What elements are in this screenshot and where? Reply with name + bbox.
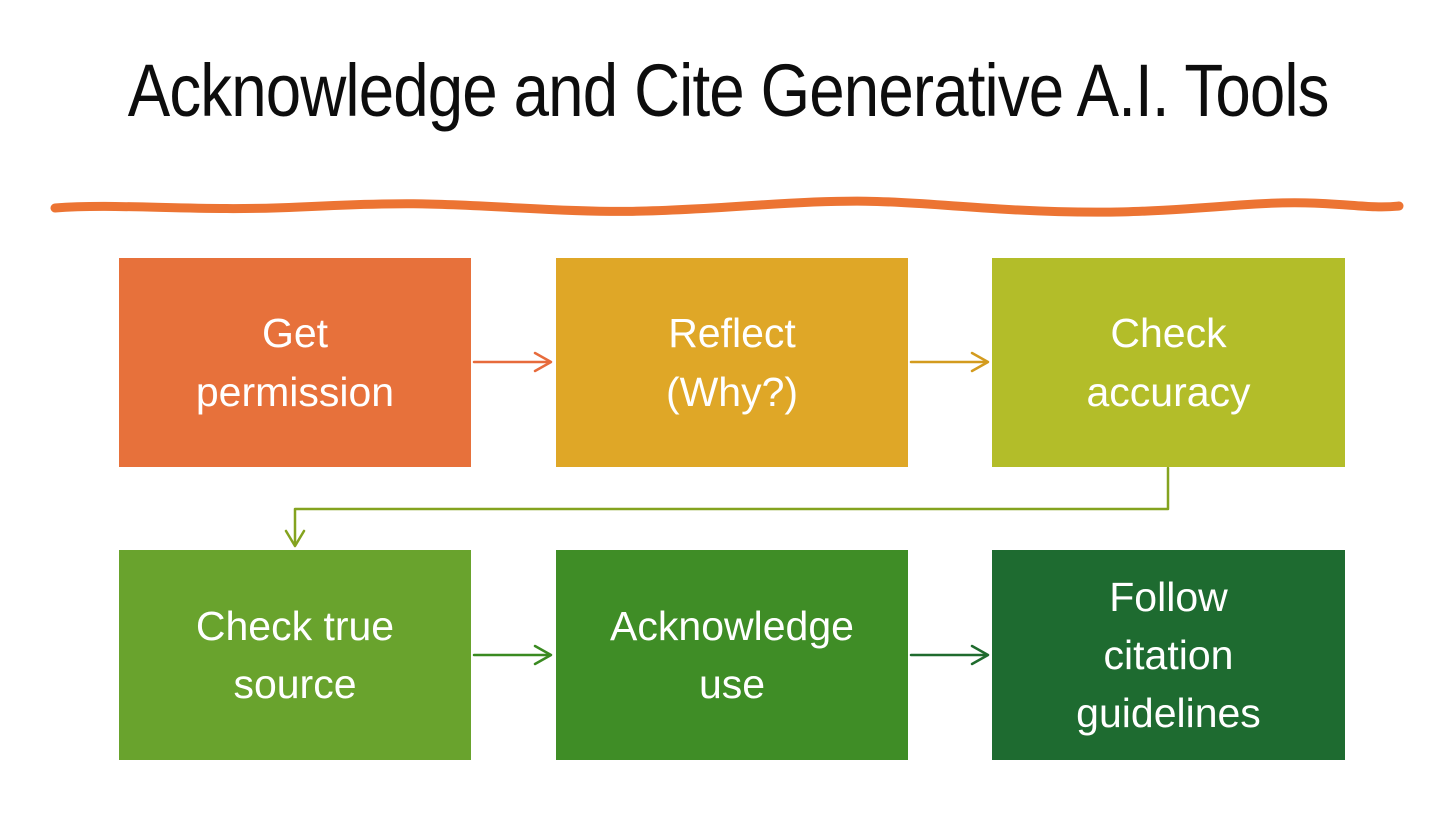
flow-box-label: Check true source: [195, 602, 395, 707]
flow-box-label: Acknowledge use: [610, 602, 854, 707]
flow-box-reflect-why: Reflect (Why?): [556, 258, 908, 467]
arrow-right-icon-check-true-source-to-acknowledge-use: [472, 644, 553, 666]
flow-box-get-permission: Get permission: [119, 258, 471, 467]
flow-box-label: Get permission: [195, 310, 395, 415]
divider-line: [50, 196, 1404, 217]
page-title: Acknowledge and Cite Generative A.I. Too…: [0, 48, 1456, 133]
flow-box-label: Check accuracy: [1086, 310, 1251, 415]
flow-box-label: Reflect (Why?): [665, 310, 799, 415]
flow-box-check-true-source: Check true source: [119, 550, 471, 760]
arrow-right-icon-reflect-to-check-accuracy: [909, 351, 990, 373]
arrow-right-icon-acknowledge-use-to-follow-citation-guidelines: [909, 644, 990, 666]
flow-box-acknowledge-use: Acknowledge use: [556, 550, 908, 760]
flow-box-follow-citation-guidelines: Follow citation guidelines: [992, 550, 1345, 760]
flow-box-label: Follow citation guidelines: [1076, 573, 1261, 737]
flow-box-check-accuracy: Check accuracy: [992, 258, 1345, 467]
elbow-connector-arrow-check-accuracy-to-check-true-source: [284, 466, 1170, 548]
page-title-text: Acknowledge and Cite Generative A.I. Too…: [127, 49, 1330, 132]
arrow-right-icon-get-permission-to-reflect: [472, 351, 553, 373]
